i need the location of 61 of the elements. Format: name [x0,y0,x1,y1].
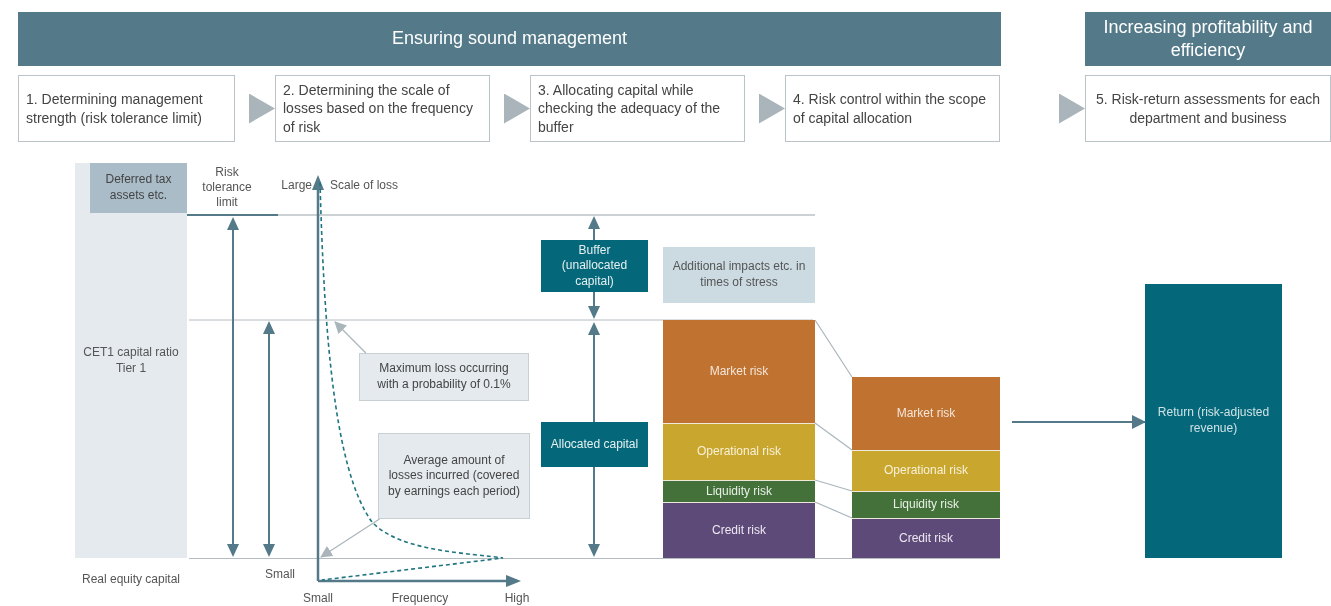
box-text: 3. Allocating capital while checking the adequacy of the buffer [538,81,722,136]
step-box [18,75,235,142]
risk-block [852,518,1000,558]
capital-box [541,240,648,292]
risk-block [852,491,1000,518]
axis-label: Small [264,567,296,582]
section-banner [1085,12,1331,66]
risk-block [663,423,815,480]
box-text: Buffer (unallocated capital) [560,242,629,290]
box-text: CET1 capital ratio Tier 1 [82,344,180,377]
capital-box [541,422,648,467]
callout-box [378,433,530,519]
box-text: Average amount of losses incurred (covered by earnings each period) [386,452,522,500]
axis-label: Scale of loss [330,178,400,193]
box-text: Deferred tax assets etc. [104,172,173,204]
connector-line [814,422,853,451]
box-text: Additional impacts etc. in times of stress [671,259,807,291]
box-text: Operational risk [696,444,781,460]
deferred-tax-box [90,163,187,213]
box-text: Maximum loss occurring with a probability of 0.1% [376,361,512,393]
capital-band [75,163,187,558]
step-box [275,75,490,142]
box-text: 1. Determining management strength (risk tolerance limit) [26,90,204,127]
risk-block [663,480,815,502]
arrow [1011,415,1146,429]
box-text: Allocated capital [550,436,639,453]
box-text: Liquidity risk [893,497,959,513]
step-box [785,75,1000,142]
risk-block [663,502,815,558]
box-text: Credit risk [899,530,953,547]
box-text: Ensuring sound management [391,27,628,51]
leader-line [320,518,381,558]
box-text: 4. Risk control within the scope of capital allocation [793,90,987,127]
risk-block [852,450,1000,491]
box-text: 5. Risk-return assessments for each department and business [1094,90,1322,127]
leader-line [334,321,367,354]
connector-line [814,501,853,519]
step-box [530,75,745,142]
return-box [1145,284,1282,558]
box-text: Increasing profitability and efficiency [1102,15,1314,62]
axis-label: Frequency [390,591,450,606]
stress-box [663,247,815,303]
axis-label: Small [302,591,334,606]
axis-label: High [503,591,531,606]
connector-line [814,319,853,378]
box-text: Operational risk [883,463,968,479]
callout-box [359,353,529,401]
box-text: Market risk [896,405,956,422]
box-text: Return (risk-adjusted revenue) [1156,405,1271,437]
axis-label: Risk tolerance limit [201,165,253,210]
risk-block [663,320,815,423]
axis-label: Real equity capital [80,572,182,587]
box-text: Liquidity risk [706,483,772,500]
box-text: 2. Determining the scale of losses based on the frequency of risk [283,81,474,136]
step-box [1085,75,1331,142]
section-banner [18,12,1001,66]
risk-block [852,377,1000,450]
box-text: Credit risk [712,522,766,539]
connector-line [814,479,853,492]
axis-label: Large [280,178,312,193]
box-text: Market risk [709,363,769,380]
